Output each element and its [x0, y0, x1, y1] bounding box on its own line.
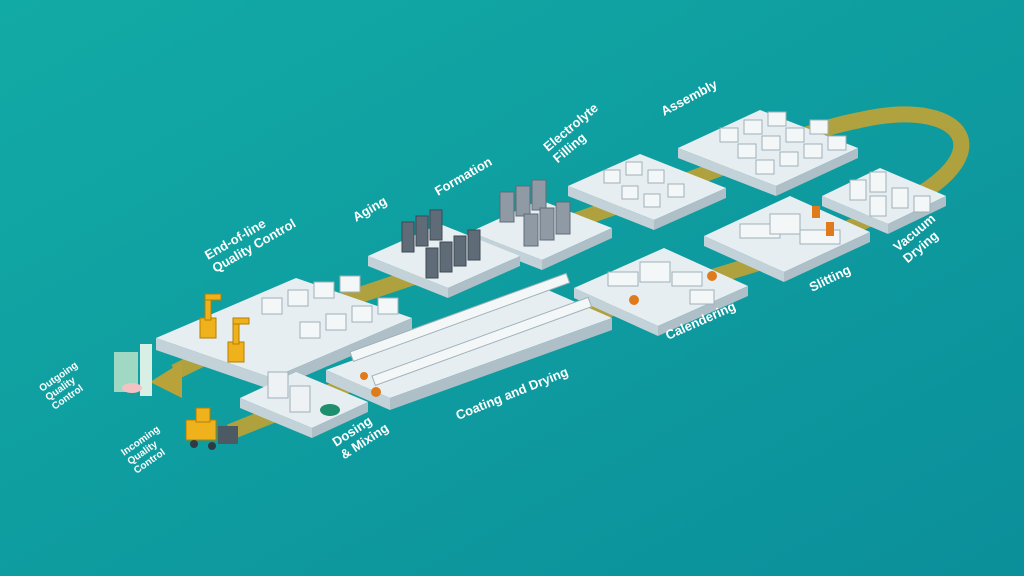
calendering-machines-icon — [607, 261, 715, 305]
outgoing-goods-icon — [114, 344, 152, 396]
slitting-robot-icon — [812, 206, 834, 236]
platform-eol — [156, 278, 412, 390]
assembly-machines-icon — [719, 111, 847, 175]
formation-racks-icon — [499, 179, 571, 247]
robot-arm-icon — [199, 293, 250, 363]
slitting-machines-icon — [739, 213, 841, 245]
electrolyte-machines-icon — [603, 161, 685, 208]
vacuum-ovens-icon — [849, 171, 931, 217]
aging-racks-icon — [401, 209, 481, 279]
platform-calendering — [574, 248, 748, 336]
coating-line-icon — [349, 272, 593, 387]
dosing-mixers-icon — [267, 371, 311, 413]
coating-rolls-icon — [360, 372, 381, 397]
eol-machines-icon — [261, 275, 399, 339]
forklift-icon — [185, 407, 238, 450]
flow-arrowhead-icon — [150, 362, 182, 398]
calendering-rolls-icon — [629, 271, 717, 305]
dosing-tank-icon — [320, 404, 340, 416]
